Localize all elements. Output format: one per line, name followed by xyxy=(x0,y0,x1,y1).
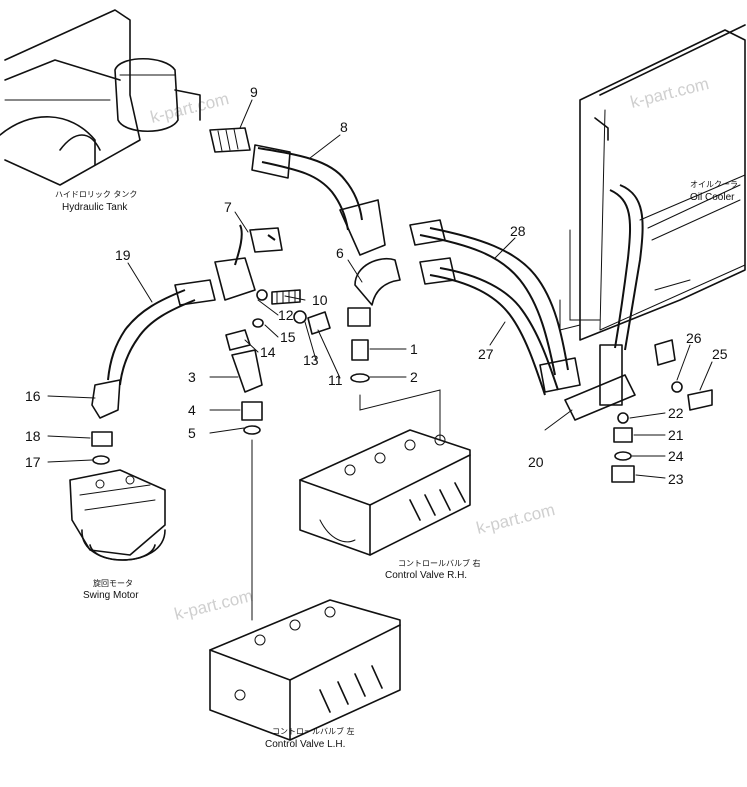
callout-2: 2 xyxy=(410,369,418,385)
hoses-27-28 xyxy=(409,219,581,396)
fitting-9 xyxy=(209,127,251,153)
control-valve-lh-label-jp: コントロールバルブ 左 xyxy=(272,726,355,736)
elbow-3-stack xyxy=(231,349,263,621)
callout-17: 17 xyxy=(25,454,41,470)
tube-7 xyxy=(214,224,283,301)
callout-numbers: 1 2 3 4 5 6 7 8 9 10 11 12 13 14 15 16 1… xyxy=(25,84,728,487)
small-parts-cluster xyxy=(225,289,331,351)
hydraulic-tank-label-en: Hydraulic Tank xyxy=(62,202,128,213)
watermark-2: k-part.com xyxy=(628,74,711,112)
callout-22: 22 xyxy=(668,405,684,421)
hose-8 xyxy=(251,144,386,256)
callout-3: 3 xyxy=(188,369,196,385)
callout-12: 12 xyxy=(278,307,294,323)
control-valve-rh-label-en: Control Valve R.H. xyxy=(385,570,467,581)
control-valve-lh-drawing xyxy=(209,599,401,741)
callout-25: 25 xyxy=(712,346,728,362)
callout-16: 16 xyxy=(25,388,41,404)
callout-27: 27 xyxy=(478,346,494,362)
small-parts-right xyxy=(611,381,713,483)
watermark-1: k-part.com xyxy=(148,89,231,127)
callout-6: 6 xyxy=(336,245,344,261)
swing-motor-label-en: Swing Motor xyxy=(83,590,139,601)
callout-10: 10 xyxy=(312,292,328,308)
leader-lines xyxy=(47,99,713,479)
elbow-16 xyxy=(91,379,121,465)
tube-20 xyxy=(564,184,676,421)
callout-13: 13 xyxy=(303,352,319,368)
watermark-3: k-part.com xyxy=(474,500,557,538)
control-valve-rh-label-jp: コントロールバルブ 右 xyxy=(398,558,481,568)
callout-1: 1 xyxy=(410,341,418,357)
swing-motor-drawing xyxy=(69,469,166,561)
hydraulic-tank-label-jp: ハイドロリック タンク xyxy=(55,190,137,199)
callout-24: 24 xyxy=(668,448,684,464)
callout-5: 5 xyxy=(188,425,196,441)
swing-motor-label-jp: 旋回モータ xyxy=(93,578,133,588)
callout-28: 28 xyxy=(510,223,526,239)
callout-21: 21 xyxy=(668,427,684,443)
callout-8: 8 xyxy=(340,119,348,135)
callout-14: 14 xyxy=(260,344,276,360)
callout-11: 11 xyxy=(328,372,343,388)
callout-7: 7 xyxy=(224,199,232,215)
callout-9: 9 xyxy=(250,84,258,100)
control-valve-rh-drawing xyxy=(299,429,471,556)
callout-20: 20 xyxy=(528,454,544,470)
callout-19: 19 xyxy=(115,247,131,263)
hose-19 xyxy=(107,279,216,386)
oil-cooler-drawing xyxy=(559,24,746,341)
callout-15: 15 xyxy=(280,329,296,345)
watermark-4: k-part.com xyxy=(172,586,255,624)
callout-4: 4 xyxy=(188,402,196,418)
oil-cooler-label-en: Oil Cooler xyxy=(690,192,735,203)
elbow-6 xyxy=(347,258,441,441)
oil-cooler-label-jp: オイルクーラ xyxy=(690,180,738,189)
callout-26: 26 xyxy=(686,330,702,346)
control-valve-lh-label-en: Control Valve L.H. xyxy=(265,739,345,750)
hydraulic-tank-drawing xyxy=(0,9,201,186)
callout-18: 18 xyxy=(25,428,41,444)
callout-23: 23 xyxy=(668,471,684,487)
component-labels: ハイドロリック タンク Hydraulic Tank オイルクーラ Oil Co… xyxy=(55,180,738,750)
